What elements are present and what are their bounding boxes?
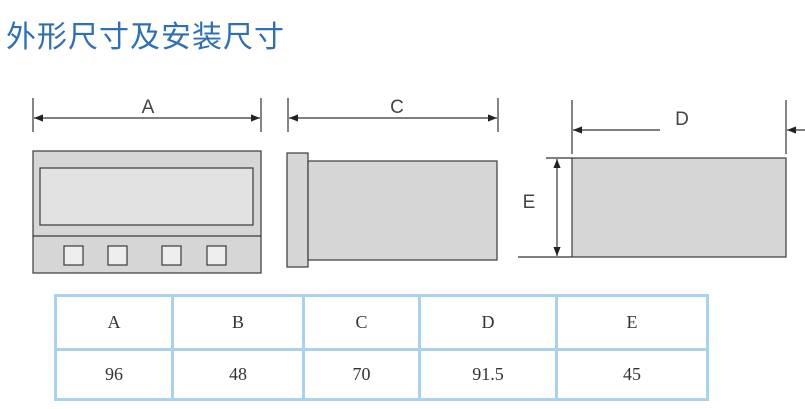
table-cell: 70 [302, 348, 421, 401]
table-cell: 48 [171, 348, 305, 401]
display-window [39, 167, 254, 226]
table-cell: 96 [54, 348, 174, 401]
table-cell: 91.5 [418, 348, 558, 401]
table-header-cell: D [418, 294, 558, 351]
front-key-4 [206, 245, 227, 266]
dimension-e-label: E [523, 192, 536, 213]
table-header-row: A B C D E [54, 294, 709, 351]
side-view: C [286, 97, 499, 268]
side-bezel [286, 152, 309, 268]
table-row: 96 48 70 91.5 45 [54, 348, 709, 401]
dimension-table: A B C D E 96 48 70 91.5 45 [54, 294, 709, 401]
table-cell: 45 [555, 348, 709, 401]
front-view: A [32, 97, 262, 274]
front-key-2 [107, 245, 128, 266]
dimension-drawing: A C D E [32, 97, 805, 274]
dimension-a-label: A [142, 97, 155, 118]
dimension-d-label: D [675, 109, 689, 130]
cutout-view: D E [518, 100, 805, 258]
table-header-cell: A [54, 294, 174, 351]
cutout-rect [571, 157, 787, 258]
table-header-cell: B [171, 294, 305, 351]
page-title: 外形尺寸及安装尺寸 [6, 20, 285, 55]
table-header-cell: C [302, 294, 421, 351]
front-key-3 [161, 245, 182, 266]
front-key-1 [63, 245, 84, 266]
side-body [307, 160, 498, 261]
dimension-c-label: C [390, 97, 404, 118]
table-header-cell: E [555, 294, 709, 351]
